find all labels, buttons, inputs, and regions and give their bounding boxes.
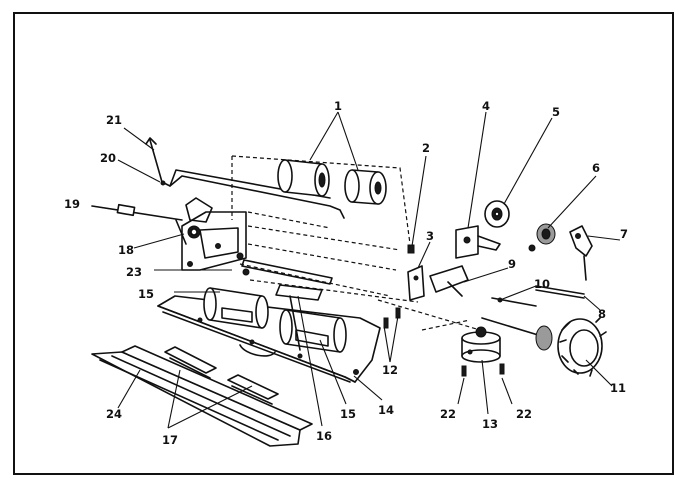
part-13-motor bbox=[461, 326, 501, 363]
part-6-small-gear bbox=[528, 223, 556, 252]
callout-1: 1 bbox=[334, 99, 342, 113]
callout-12: 12 bbox=[382, 363, 398, 377]
assembly-lines bbox=[231, 155, 481, 331]
part-16-bracket bbox=[275, 284, 323, 351]
part-8-rod bbox=[535, 285, 585, 299]
callout-22b: 22 bbox=[516, 407, 532, 421]
screws bbox=[236, 252, 505, 377]
part-15-drum-left bbox=[203, 287, 269, 329]
callout-23: 23 bbox=[126, 265, 142, 279]
callout-15a: 15 bbox=[138, 287, 154, 301]
callout-17: 17 bbox=[162, 433, 178, 447]
part-17-guides bbox=[164, 346, 279, 405]
part-15-drum-right bbox=[279, 309, 347, 353]
callout-5: 5 bbox=[552, 105, 560, 119]
callout-21: 21 bbox=[106, 113, 122, 127]
callout-10: 10 bbox=[534, 277, 550, 291]
leader-lines bbox=[91, 111, 621, 429]
part-5-gear bbox=[484, 200, 510, 228]
part-19-shaft bbox=[91, 203, 183, 221]
part-20-spring-rod bbox=[145, 137, 345, 219]
part-2-screw bbox=[407, 244, 415, 254]
callout-16: 16 bbox=[316, 429, 332, 443]
callout-8: 8 bbox=[598, 307, 606, 321]
callout-13: 13 bbox=[482, 417, 498, 431]
callout-11: 11 bbox=[610, 381, 626, 395]
callout-18: 18 bbox=[118, 243, 134, 257]
callout-20: 20 bbox=[100, 151, 116, 165]
callout-4: 4 bbox=[482, 99, 490, 113]
callout-labels: 1 2 3 4 5 6 7 8 9 10 11 12 13 14 15 15 1… bbox=[64, 99, 628, 447]
callout-9: 9 bbox=[508, 257, 516, 271]
callout-24: 24 bbox=[106, 407, 122, 421]
callout-3: 3 bbox=[426, 229, 434, 243]
part-24-tray bbox=[91, 345, 313, 447]
diagram-frame bbox=[13, 12, 674, 475]
part-18-side-bracket bbox=[175, 197, 247, 271]
part-3-clip bbox=[407, 265, 425, 301]
callout-19: 19 bbox=[64, 197, 80, 211]
part-7-latch bbox=[569, 225, 593, 281]
part-10-pin bbox=[491, 297, 537, 307]
callout-15b: 15 bbox=[340, 407, 356, 421]
part-9-lever bbox=[429, 265, 469, 297]
part-1-rollers bbox=[277, 159, 387, 205]
callout-7: 7 bbox=[620, 227, 628, 241]
callout-2: 2 bbox=[422, 141, 430, 155]
callout-14: 14 bbox=[378, 403, 394, 417]
part-4-plate bbox=[455, 225, 501, 259]
callout-6: 6 bbox=[592, 161, 600, 175]
callout-22a: 22 bbox=[440, 407, 456, 421]
part-11-knob bbox=[481, 317, 607, 377]
